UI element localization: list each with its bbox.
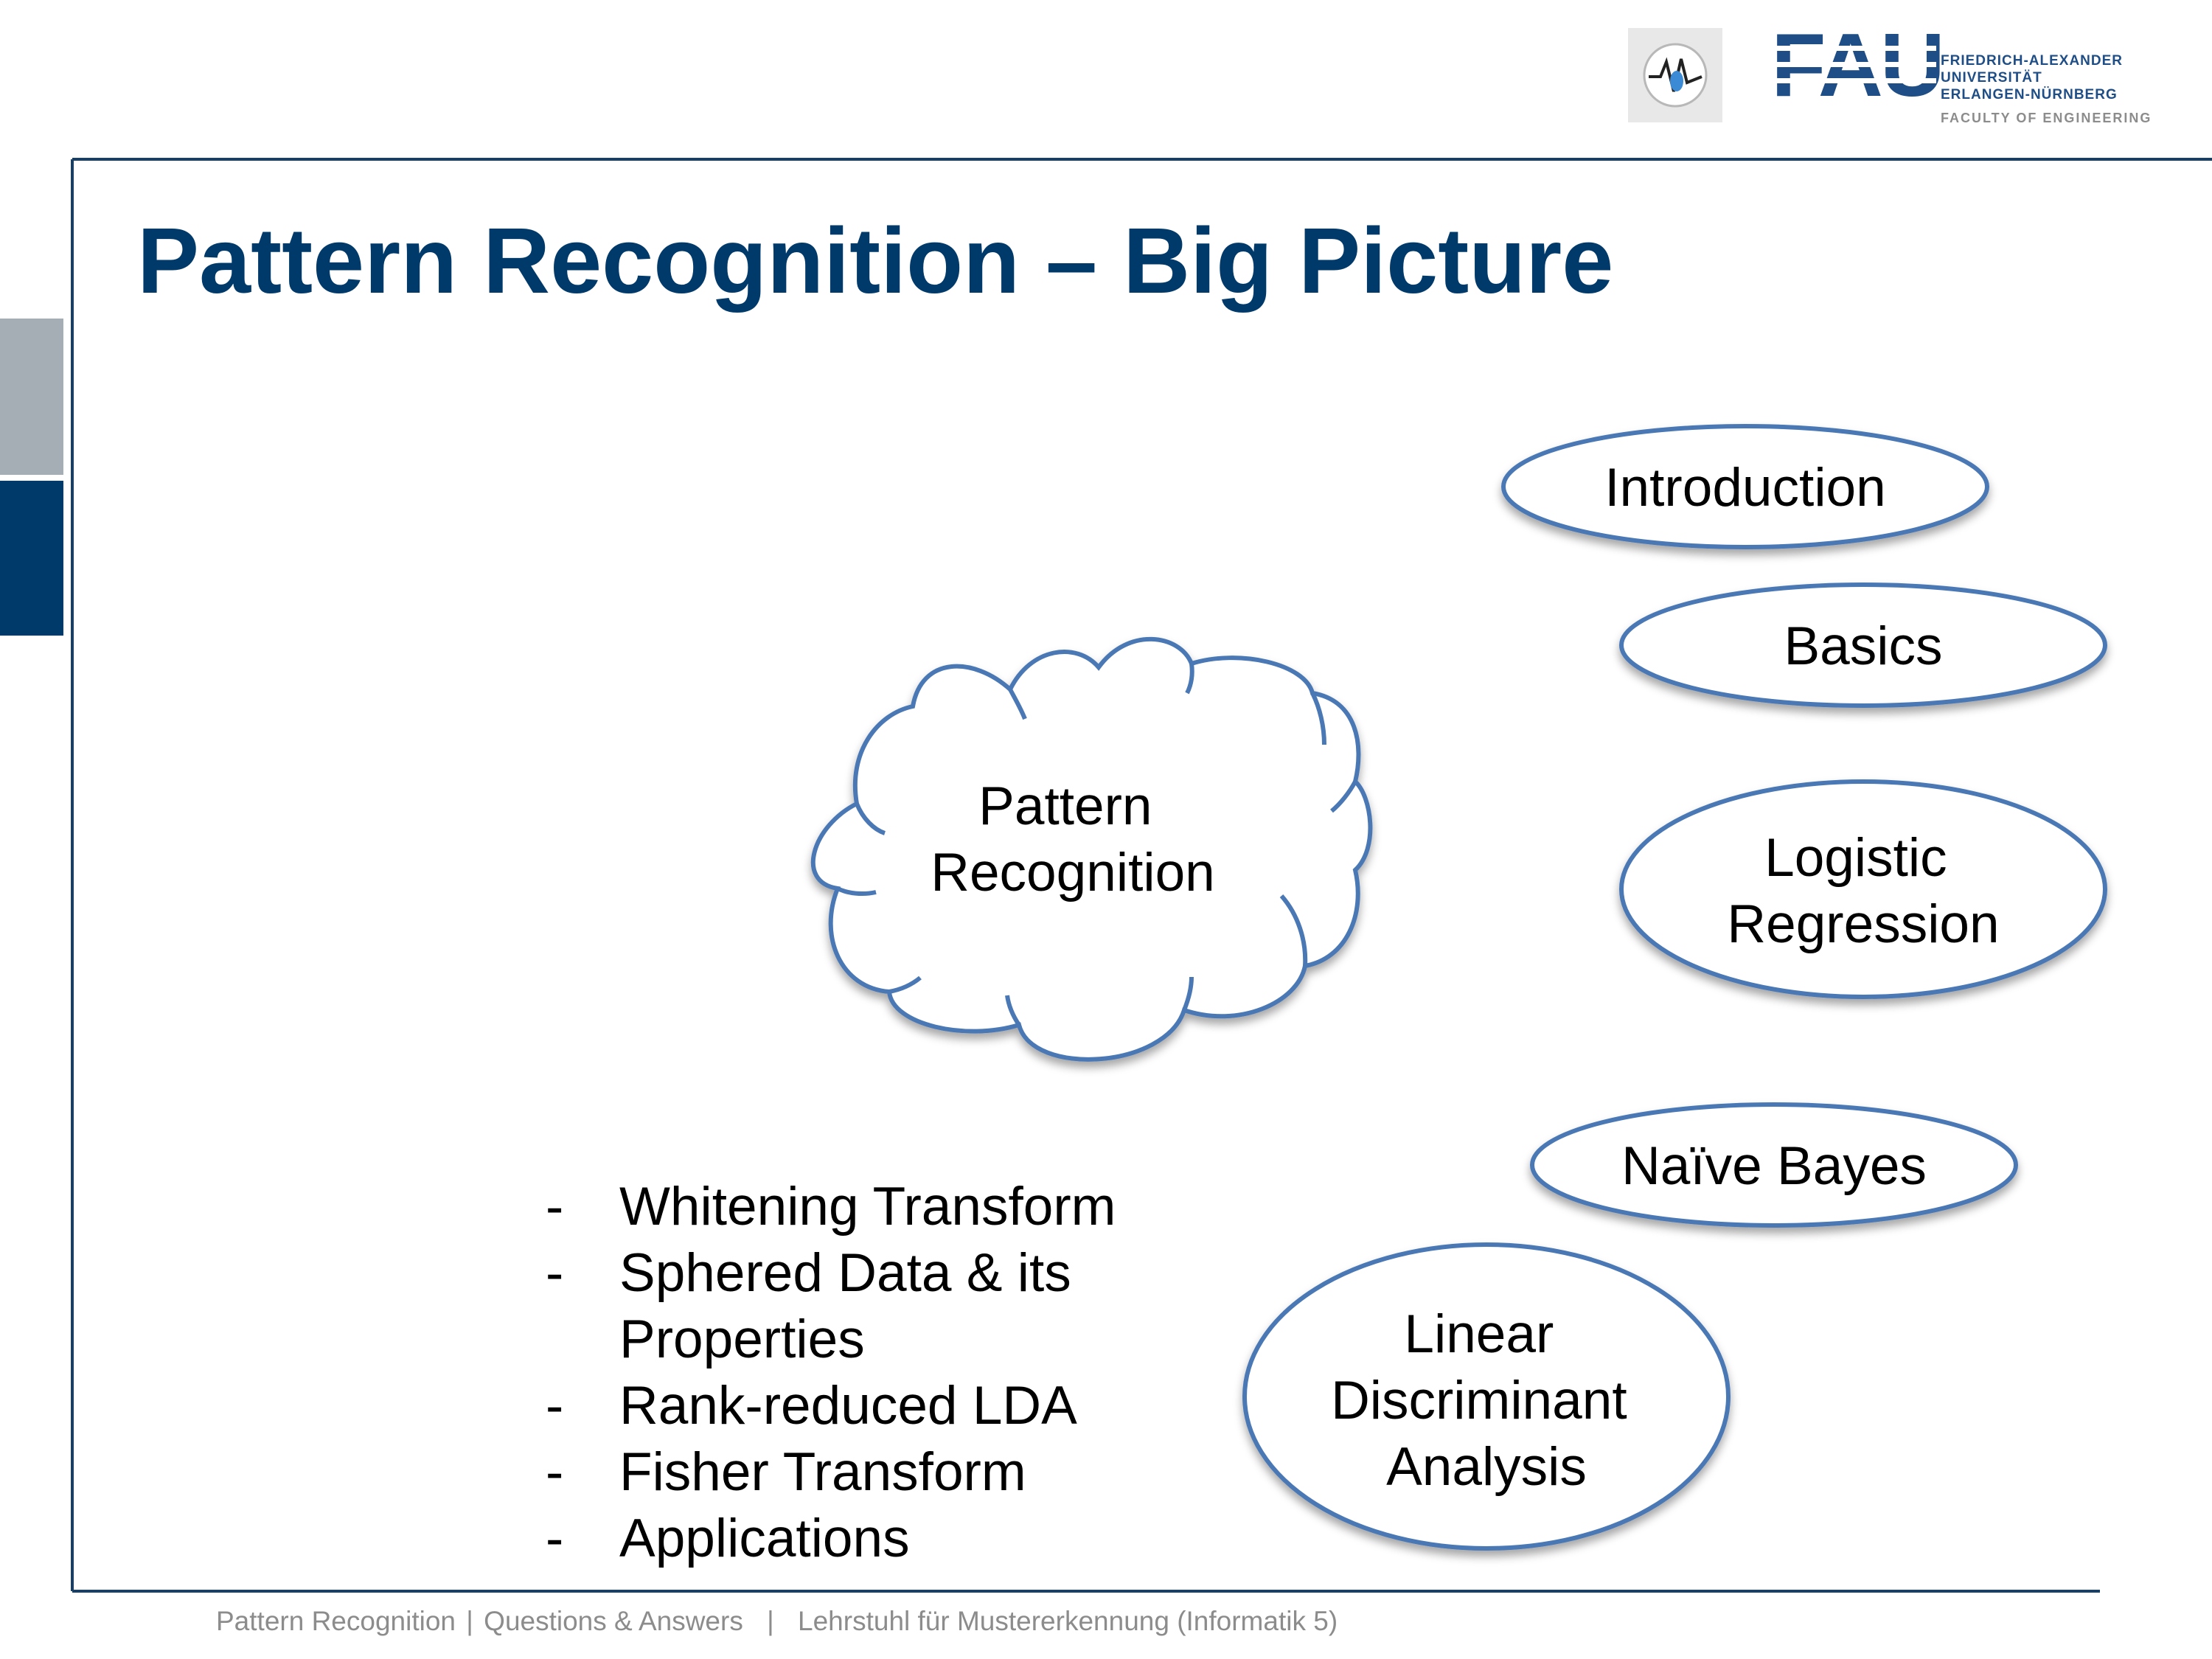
topic-lda [1242, 1242, 1731, 1551]
bullet-text: Whitening Transform [619, 1177, 1116, 1237]
sidebar-block-blue [0, 481, 63, 636]
topic-logistic-regression-label: Logistic Regression [1727, 828, 1999, 954]
topic-introduction-label: Introduction [1604, 458, 1885, 518]
university-name-line: UNIVERSITÄT [1941, 70, 2042, 86]
footer-separator: | [466, 1606, 473, 1636]
center-node-line: Recognition [931, 843, 1215, 902]
footer-section: Questions & Answers [484, 1606, 743, 1636]
bullet-dash: - [546, 1442, 564, 1502]
footer-separator: | [767, 1606, 774, 1636]
faculty-name: FACULTY OF ENGINEERING [1941, 111, 2152, 125]
university-name-line: ERLANGEN-NÜRNBERG [1941, 87, 2118, 102]
list-item: -Applications [546, 1506, 1209, 1572]
slide-title: Pattern Recognition – Big Picture [137, 209, 1614, 313]
topic-logistic-regression [1619, 779, 2107, 999]
bullet-text: Applications [619, 1509, 910, 1568]
list-item: -Whitening Transform [546, 1174, 1209, 1240]
fau-logo: FAU [1767, 15, 1945, 115]
sidebar-block-gray [0, 319, 63, 475]
topic-naive-bayes-label: Naïve Bayes [1621, 1136, 1927, 1196]
topic-lda-label: Linear Discriminant Analysis [1331, 1304, 1642, 1497]
cloud-inner-arcs [836, 663, 1357, 1026]
list-item: -Rank-reduced LDA [546, 1373, 1209, 1439]
topic-bullet-list: -Whitening Transform -Sphered Data & its… [546, 1174, 1209, 1572]
footer-course: Pattern Recognition [216, 1606, 456, 1636]
pattern-recognition-cloud [810, 636, 1373, 1062]
bullet-text: Sphered Data & its Properties [619, 1243, 1071, 1369]
topic-naive-bayes [1530, 1102, 2018, 1228]
topic-basics [1619, 582, 2107, 708]
bullet-dash: - [546, 1376, 564, 1436]
bullet-text: Rank-reduced LDA [619, 1376, 1077, 1436]
topic-introduction [1501, 424, 1989, 549]
list-item: -Fisher Transform [546, 1439, 1209, 1506]
center-node-line: Pattern [978, 776, 1152, 836]
center-node-label: Pattern Recognition [931, 776, 1215, 902]
list-item: -Sphered Data & its Properties [546, 1240, 1209, 1373]
footer-chair: Lehrstuhl für Mustererkennung (Informati… [798, 1606, 1338, 1636]
slide-frame [71, 158, 2212, 1593]
slide-footer: Pattern Recognition | Questions & Answer… [216, 1606, 1338, 1637]
topic-basics-label: Basics [1784, 616, 1942, 676]
university-name-line: FRIEDRICH-ALEXANDER [1941, 53, 2123, 69]
bullet-dash: - [546, 1509, 564, 1568]
bullet-dash: - [546, 1177, 564, 1237]
institute-logo-icon [1628, 28, 1722, 122]
bullet-dash: - [546, 1243, 564, 1303]
bullet-text: Fisher Transform [619, 1442, 1026, 1502]
